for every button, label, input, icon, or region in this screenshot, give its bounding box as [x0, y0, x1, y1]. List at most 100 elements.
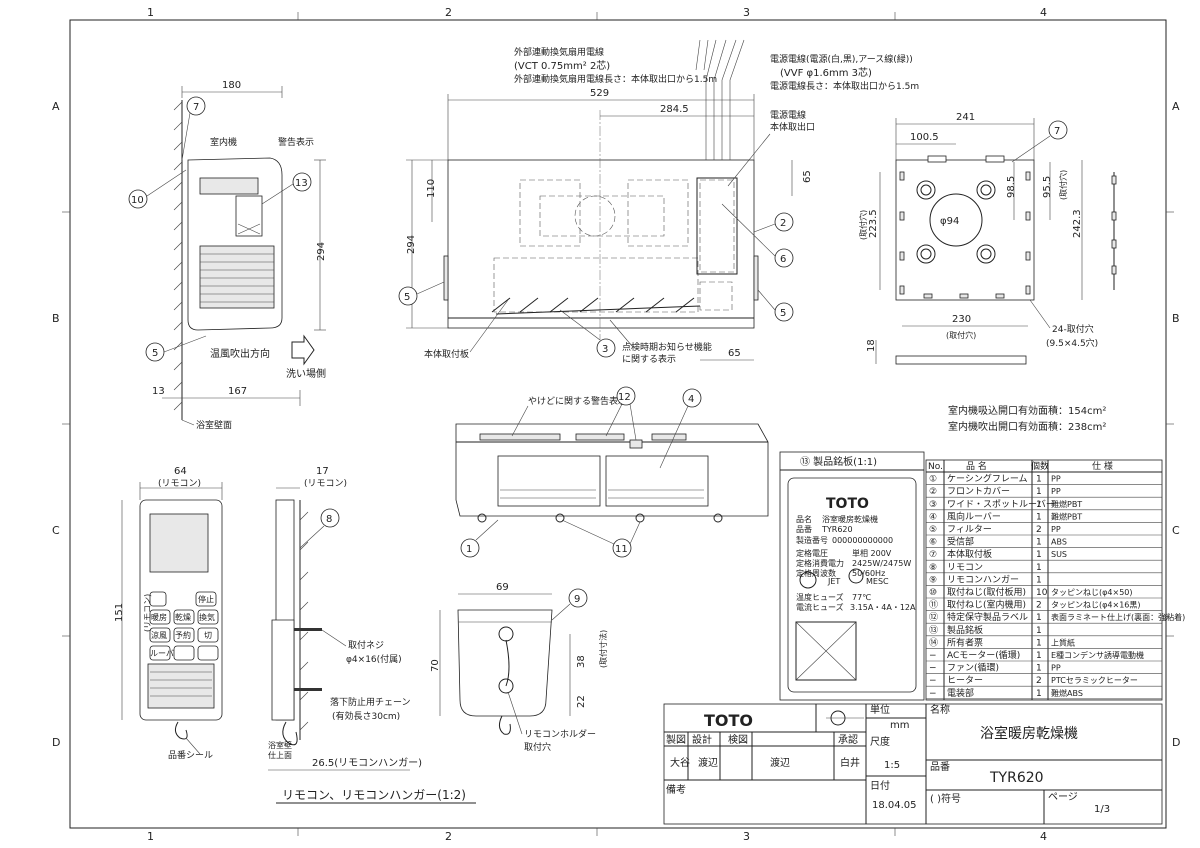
parts-cell: フロントカバー: [947, 486, 1010, 497]
button-dry: [173, 609, 195, 625]
np-voltage-val: 単相 200V: [852, 548, 892, 558]
warning-label: [199, 177, 259, 195]
iso-outlet-left: [497, 455, 601, 507]
parts-cell: 2: [1036, 676, 1042, 686]
button-reserve-label: 予約: [175, 630, 191, 640]
parts-cell: 本体取付板: [947, 548, 992, 560]
tb-model-key: 品番: [930, 761, 950, 773]
np-freq-key: 定格周波数: [796, 568, 836, 578]
side-grille: [199, 245, 275, 309]
parts-cell: ④: [929, 512, 937, 522]
parts-cell: ⑧: [929, 563, 937, 573]
label-wall-2: 仕上面: [268, 750, 292, 760]
remote-chain: [174, 721, 188, 740]
dim-151-note: (リモコン): [143, 594, 152, 632]
dim-242-3: 242.3: [1072, 209, 1083, 238]
balloon-2: 2: [780, 218, 786, 229]
front-body-outline: [447, 159, 755, 329]
chain-side: [282, 721, 298, 746]
button-heat-label: 暖房: [151, 612, 167, 622]
nameplate: ⑬ 製品銘板(1:1) TOTO 品名 浴室暖房乾燥機 品番 TYR620 製造…: [779, 451, 925, 701]
remote-view: 停止 暖房 乾燥 換気 涼風 予約 切 ルーバー 64 (リモコン) 151 (…: [114, 466, 476, 804]
button-vent-label: 換気: [199, 612, 215, 622]
grid-row-a-right: A: [1172, 100, 1180, 113]
tb-page-key: ページ: [1048, 792, 1078, 803]
note-vct: (VCT 0.75mm² 2芯): [514, 59, 610, 72]
tb-h-drafted: 製図: [666, 733, 686, 746]
wash-arrow-icon: [291, 334, 315, 366]
top-view: 241 100.5 98.5 95.5 (取付穴) 223.5 (取付穴) 24…: [858, 112, 1117, 365]
dim-100-5: 100.5: [910, 132, 939, 143]
parts-cell: 2: [1036, 525, 1042, 535]
balloon-6: 6: [780, 254, 786, 265]
note-power-length: 電源電線長さ：本体取出口から1.5m: [770, 80, 919, 92]
label-screw-2: φ4×16(付属): [346, 654, 402, 665]
dim-151: 151: [114, 603, 125, 622]
note-power-wire: 電源電線(電源(白,黒),アース線(緑)): [770, 53, 913, 65]
np-serial-val: 000000000000: [832, 536, 893, 545]
label-holes-1: 24-取付穴: [1052, 323, 1094, 335]
dim-98-5: 98.5: [1006, 176, 1017, 198]
parts-cell: 1: [1036, 550, 1042, 560]
np-temp-val: 77℃: [852, 593, 871, 602]
np-power-key: 定格消費電力: [796, 558, 844, 568]
nameplate-blank-box: [795, 621, 857, 681]
parts-cell: タッピンねじ(φ4×50): [1051, 588, 1133, 597]
dim-241: 241: [956, 112, 975, 123]
mounting-plate-outline: [895, 159, 1035, 301]
balloon-4: 4: [688, 394, 694, 405]
title-logo: TOTO: [704, 711, 753, 730]
note-outlet-area: 室内機吹出開口有効面積：238cm²: [948, 420, 1106, 433]
tb-unit-key: 単位: [870, 703, 890, 716]
parts-cell: ⑤: [929, 525, 937, 535]
dim-230-note: (取付穴): [946, 330, 976, 340]
parts-header-spec: 仕 様: [1092, 460, 1113, 472]
parts-cell: ABS: [1051, 538, 1067, 547]
balloon-7-top: 7: [1054, 126, 1060, 137]
label-wall-1: 浴室壁: [268, 740, 292, 750]
nameplate-brand: TOTO: [826, 496, 869, 512]
dim-17: 17: [316, 466, 329, 477]
parts-cell: 1: [1036, 664, 1042, 674]
parts-cell: 製品銘板: [947, 624, 983, 636]
grid-col-3-top: 3: [743, 6, 750, 19]
parts-cell: 電装部: [947, 687, 974, 699]
np-model-val: TYR620: [821, 525, 853, 534]
parts-cell: 10: [1036, 588, 1048, 598]
parts-cell: 1: [1036, 613, 1042, 623]
parts-header-no: No.: [928, 462, 943, 472]
tb-s-approved: 白井: [840, 756, 860, 769]
dim-180: 180: [222, 80, 241, 91]
note-outlet-1: 電源電線: [770, 109, 806, 121]
dim-18: 18: [866, 339, 877, 352]
dim-69: 69: [496, 582, 509, 593]
dim-65-top: 65: [802, 170, 813, 183]
np-voltage-key: 定格電圧: [796, 548, 828, 558]
np-model-key: 品番: [796, 524, 812, 534]
parts-cell: 風向ルーバー: [947, 510, 1001, 522]
note-vent-wire: 外部連動換気扇用電線: [514, 46, 604, 58]
balloon-5-side: 5: [152, 348, 158, 359]
parts-cell: ⑭: [929, 637, 938, 648]
tb-remarks: 備考: [666, 783, 686, 796]
button-reserve: [173, 627, 195, 643]
parts-cell: −: [929, 689, 937, 699]
plate-center-hole: [929, 193, 983, 247]
balloon-12: 12: [618, 392, 631, 403]
button-cool: [149, 627, 171, 643]
grid-col-4-bottom: 4: [1040, 830, 1047, 843]
parts-cell: 上質紙: [1051, 637, 1075, 647]
tb-s-checked: 渡辺: [770, 756, 790, 769]
remote-caption: リモコン、リモコンハンガー(1:2): [282, 788, 466, 802]
grid-row-c-right: C: [1172, 524, 1180, 537]
tb-page-val: 1/3: [1094, 804, 1110, 815]
np-freq-val: 50/60Hz: [852, 569, 885, 578]
title-block: TOTO 単位 mm 尺度 1:5 日付 18.04.05 名称 浴室暖房乾燥機…: [663, 703, 1163, 825]
parts-cell: 1: [1036, 512, 1042, 522]
front-balloons: 2 6 5 3 5: [398, 203, 794, 358]
np-name-val: 浴室暖房乾燥機: [822, 514, 878, 524]
tb-symbol: ( )符号: [930, 792, 961, 805]
parts-cell: ⑬: [929, 625, 938, 636]
np-jet-mark: JET: [827, 577, 840, 586]
dim-38: 38: [576, 655, 587, 668]
